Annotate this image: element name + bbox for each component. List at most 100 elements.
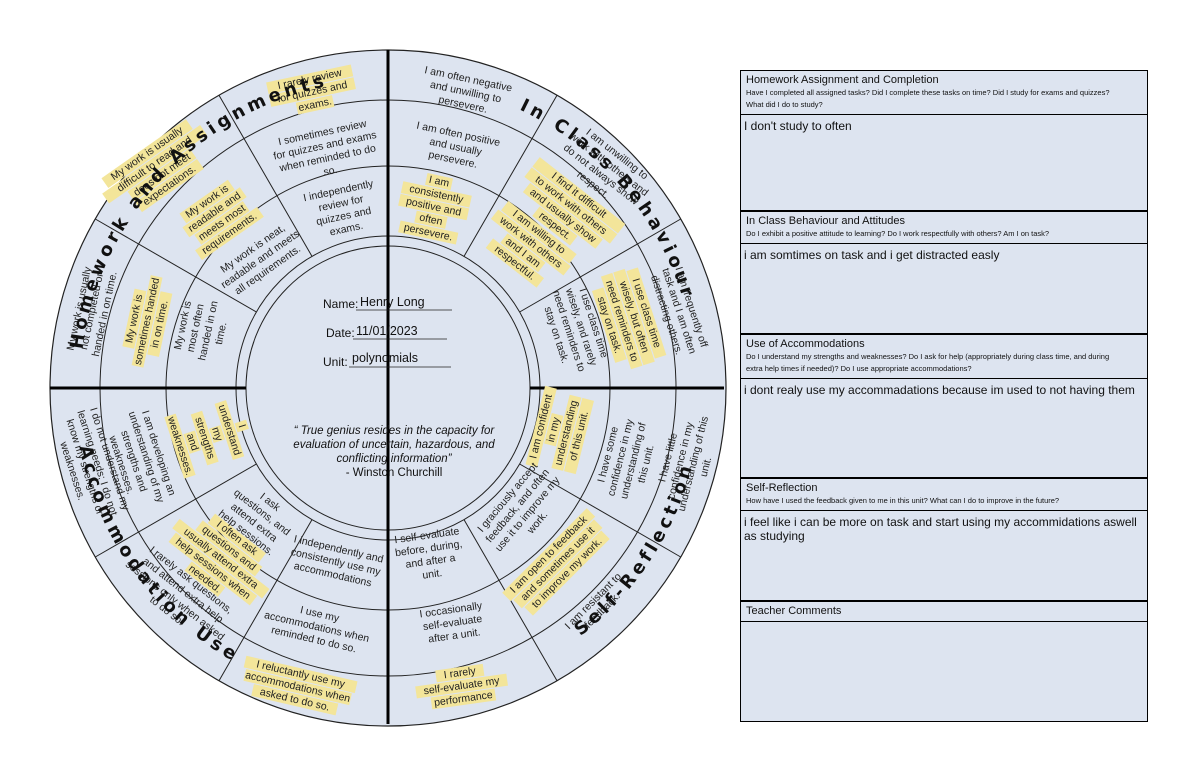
sector-divider bbox=[218, 95, 313, 257]
segment-highlight bbox=[182, 187, 247, 238]
sector-divider bbox=[519, 463, 681, 558]
segment-text-line: I rarely bbox=[443, 665, 477, 681]
segment-highlight bbox=[183, 430, 202, 454]
sector-divider bbox=[519, 218, 681, 313]
segment-highlight bbox=[500, 233, 546, 273]
segment-text-line: my bbox=[209, 426, 225, 444]
teacher-comments-field[interactable] bbox=[740, 622, 1148, 722]
reflection-section-prompt: How have I used the feedback given to me… bbox=[746, 496, 1060, 505]
reflection-answer-field[interactable]: i feel like i can be more on task and st… bbox=[740, 511, 1148, 601]
segment-highlight bbox=[414, 210, 448, 229]
quote-author: - Winston Churchill bbox=[346, 467, 443, 479]
quote-line-3: conflicting information” bbox=[336, 453, 452, 465]
segment-highlight bbox=[127, 148, 197, 202]
behaviour-answer-field[interactable]: i am somtimes on task and i get distract… bbox=[740, 244, 1148, 334]
segment-highlight bbox=[194, 201, 250, 245]
homework-section-prompt-1: Have I completed all assigned tasks? Did… bbox=[746, 88, 1110, 97]
sector-divider bbox=[95, 463, 257, 558]
segment-text-line: unit. bbox=[698, 456, 714, 478]
segment-highlight bbox=[502, 508, 596, 602]
segment-highlight bbox=[501, 200, 577, 264]
reflection-section-header: Self-Reflection How have I used the feed… bbox=[740, 478, 1148, 511]
accommodations-section-prompt-1: Do I understand my strengths and weaknes… bbox=[746, 352, 1110, 361]
reflection-panel: Homework Assignment and Completion Have … bbox=[740, 70, 1148, 722]
homework-section-title: Homework Assignment and Completion bbox=[746, 74, 939, 86]
segment-highlight bbox=[268, 77, 356, 107]
segment-highlight bbox=[295, 95, 335, 115]
segment-highlight bbox=[234, 419, 249, 433]
segment-highlight bbox=[398, 193, 470, 221]
segment-highlight bbox=[102, 125, 207, 204]
accommodations-section-title: Use of Accommodations bbox=[746, 338, 865, 350]
segment-highlight bbox=[266, 64, 354, 95]
segment-highlight bbox=[564, 397, 594, 475]
behaviour-section-prompt: Do I exhibit a positive attitude to lear… bbox=[746, 229, 1050, 238]
name-value: Henry Long bbox=[360, 295, 425, 309]
date-value: 11/01/2023 bbox=[356, 324, 418, 338]
segment-highlight bbox=[164, 413, 196, 479]
segment-text-line: unit. bbox=[422, 567, 443, 582]
segment-highlight bbox=[513, 519, 603, 609]
segment-highlight bbox=[195, 520, 263, 577]
segment-highlight bbox=[551, 394, 582, 471]
segment-dividers bbox=[95, 95, 681, 681]
homework-section-prompt-2: What did I do to study? bbox=[746, 100, 823, 109]
segment-highlight bbox=[207, 513, 266, 563]
segment-highlight bbox=[184, 561, 226, 597]
segment-highlight bbox=[214, 400, 245, 460]
segment-text-line: I am bbox=[428, 174, 451, 190]
segment-text-line: and bbox=[184, 432, 201, 453]
quote-line-1: “ True genius resides in the capacity fo… bbox=[294, 425, 496, 437]
segment-highlight bbox=[398, 220, 459, 245]
segment-highlight bbox=[435, 663, 485, 683]
date-label: Date: bbox=[326, 326, 355, 340]
segment-highlight bbox=[101, 119, 193, 189]
segment-highlight bbox=[613, 268, 655, 366]
segment-highlight bbox=[179, 179, 235, 224]
segment-highlight bbox=[195, 206, 264, 261]
behaviour-section-title: In Class Behaviour and Attitudes bbox=[746, 215, 905, 227]
segment-text-line: I bbox=[236, 423, 248, 429]
segment-highlight bbox=[168, 532, 258, 606]
segment-text-line: so. bbox=[322, 164, 338, 179]
segment-highlight bbox=[544, 412, 564, 447]
homework-section-header: Homework Assignment and Completion Have … bbox=[740, 70, 1148, 115]
segment-highlight bbox=[243, 655, 358, 694]
segment-highlight bbox=[591, 287, 627, 363]
unit-value: polynomials bbox=[352, 351, 418, 365]
quote-line-2: evaluation of uncertain, hazardous, and bbox=[293, 439, 495, 451]
accommodations-answer-field[interactable]: i dont realy use my accommadations becau… bbox=[740, 379, 1148, 478]
segment-highlight bbox=[490, 209, 571, 276]
segment-highlight bbox=[190, 410, 219, 466]
reflection-section-title: Self-Reflection bbox=[746, 482, 818, 494]
segment-highlight bbox=[243, 669, 352, 706]
sector-divider bbox=[463, 95, 558, 257]
segment-highlight bbox=[415, 673, 508, 699]
segment-highlight bbox=[522, 182, 603, 249]
behaviour-section-header: In Class Behaviour and Attitudes Do I ex… bbox=[740, 211, 1148, 244]
homework-answer-field[interactable]: I don't study to often bbox=[740, 115, 1148, 211]
segment-highlight bbox=[524, 530, 610, 616]
sector-divider bbox=[218, 519, 313, 681]
segment-highlight bbox=[430, 688, 497, 710]
segment-highlight bbox=[209, 425, 226, 444]
segment-highlight bbox=[485, 238, 544, 288]
name-label: Name: bbox=[323, 297, 358, 311]
segment-text-line: time. bbox=[213, 321, 229, 346]
unit-label: Unit: bbox=[323, 355, 348, 369]
accommodations-section-header: Use of Accommodations Do I understand my… bbox=[740, 334, 1148, 379]
segment-highlight bbox=[600, 272, 643, 370]
segment-highlight bbox=[251, 684, 339, 716]
accommodations-section-prompt-2: extra help times if needed)? Do I use ap… bbox=[746, 364, 972, 373]
segment-highlight bbox=[147, 291, 173, 357]
sector-divider bbox=[95, 218, 257, 313]
segment-highlight bbox=[400, 181, 472, 208]
segment-text-line: often bbox=[418, 211, 443, 228]
